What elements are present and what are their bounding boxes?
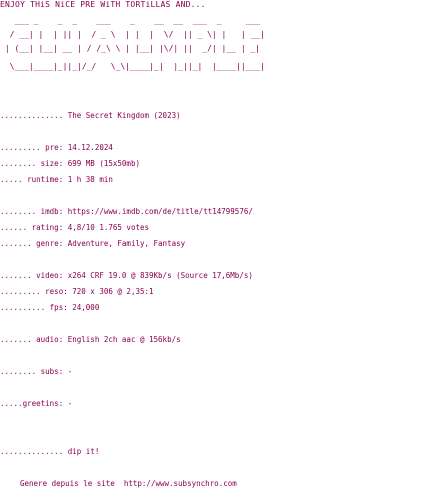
field-value: Adventure, Family, Fantasy bbox=[67, 239, 186, 248]
ascii-art-logo: ___ _ _ _ ___ _ __ __ ___ _ ___ / __| | … bbox=[0, 16, 448, 99]
field-value: - bbox=[67, 399, 73, 408]
field-value: 699 MB (15x50mb) bbox=[67, 159, 140, 168]
dots-leader: ........ bbox=[0, 207, 37, 216]
dip-it-text: dip it! bbox=[67, 447, 100, 456]
dots-leader: ..... bbox=[0, 399, 23, 408]
rating-row-rating: ...... rating: 4,8/10 1.765 votes bbox=[0, 223, 149, 232]
subsynchro-link[interactable]: http://www.subsynchro.com bbox=[123, 479, 237, 488]
field-value: English 2ch aac @ 156kb/s bbox=[67, 335, 181, 344]
field-key: rating: bbox=[31, 223, 64, 232]
field-key: audio: bbox=[36, 335, 64, 344]
field-key: reso: bbox=[45, 287, 68, 296]
ascii-art-line: / __| | | || | / _ \ | | | \/ || _ \| | … bbox=[0, 30, 265, 39]
dots-leader: ..... bbox=[0, 175, 23, 184]
generated-by-row: Genere depuis le site http://www.subsync… bbox=[20, 479, 237, 488]
field-value: 720 x 306 @ 2,35:1 bbox=[72, 287, 154, 296]
imdb-link[interactable]: https://www.imdb.com/de/title/tt14799576… bbox=[67, 207, 253, 216]
release-title: The Secret Kingdom (2023) bbox=[67, 111, 181, 120]
tech-row-video: ....... video: x264 CRF 19.0 @ 839Kb/s (… bbox=[0, 271, 253, 280]
field-value: x264 CRF 19.0 @ 839Kb/s (Source 17,6Mb/s… bbox=[67, 271, 253, 280]
field-value: 4,8/10 1.765 votes bbox=[67, 223, 150, 232]
tech-row-reso: ......... reso: 720 x 306 @ 2,35:1 bbox=[0, 287, 154, 296]
info-row-pre: ......... pre: 14.12.2024 bbox=[0, 143, 113, 152]
ascii-art-line: \___|____|_||_|/_/ \_\|____|_| |_||_| |_… bbox=[0, 62, 265, 71]
audio-row: ....... audio: English 2ch aac @ 156kb/s bbox=[0, 335, 181, 344]
field-value: 1 h 38 min bbox=[67, 175, 113, 184]
field-key: video: bbox=[36, 271, 64, 280]
tech-row-fps: .......... fps: 24,000 bbox=[0, 303, 99, 312]
ascii-art-line: | (__| |__| __ | / /_\ \ | |__| |\/| || … bbox=[0, 44, 261, 53]
dots-leader: ......... bbox=[0, 287, 41, 296]
field-value: 14.12.2024 bbox=[67, 143, 113, 152]
field-key: genre: bbox=[36, 239, 64, 248]
rating-row-genre: ....... genre: Adventure, Family, Fantas… bbox=[0, 239, 185, 248]
dots-leader: .............. bbox=[0, 111, 64, 120]
field-key: fps: bbox=[49, 303, 68, 312]
banner-text: ENJOY THiS NiCE PRE WiTH TORTiLLAS AND..… bbox=[0, 0, 206, 9]
info-row-size: ........ size: 699 MB (15x50mb) bbox=[0, 159, 140, 168]
field-key: runtime: bbox=[27, 175, 64, 184]
dots-leader: ....... bbox=[0, 335, 32, 344]
dots-leader: .............. bbox=[0, 447, 64, 456]
field-key: size: bbox=[40, 159, 64, 168]
field-value: - bbox=[67, 367, 73, 376]
dots-leader: ........ bbox=[0, 367, 37, 376]
field-key: pre: bbox=[45, 143, 64, 152]
dots-leader: ...... bbox=[0, 223, 28, 232]
dots-leader: ....... bbox=[0, 239, 32, 248]
rating-row-imdb: ........ imdb: https://www.imdb.com/de/t… bbox=[0, 207, 253, 216]
dip-it-row: .............. dip it! bbox=[0, 447, 99, 456]
dots-leader: ......... bbox=[0, 143, 41, 152]
info-row-runtime: ..... runtime: 1 h 38 min bbox=[0, 175, 113, 184]
field-key: imdb: bbox=[40, 207, 64, 216]
subs-row: ........ subs: - bbox=[0, 367, 72, 376]
generated-label: Genere depuis le site bbox=[20, 479, 115, 488]
release-title-row: .............. The Secret Kingdom (2023) bbox=[0, 111, 181, 120]
field-value: 24,000 bbox=[72, 303, 100, 312]
dots-leader: ........ bbox=[0, 159, 37, 168]
greetins-row: .....greetins: - bbox=[0, 399, 72, 408]
ascii-art-line: ___ _ _ _ ___ _ __ __ ___ _ ___ bbox=[0, 16, 261, 25]
dots-leader: .......... bbox=[0, 303, 46, 312]
field-key: greetins: bbox=[22, 399, 64, 408]
field-key: subs: bbox=[40, 367, 64, 376]
dots-leader: ....... bbox=[0, 271, 32, 280]
